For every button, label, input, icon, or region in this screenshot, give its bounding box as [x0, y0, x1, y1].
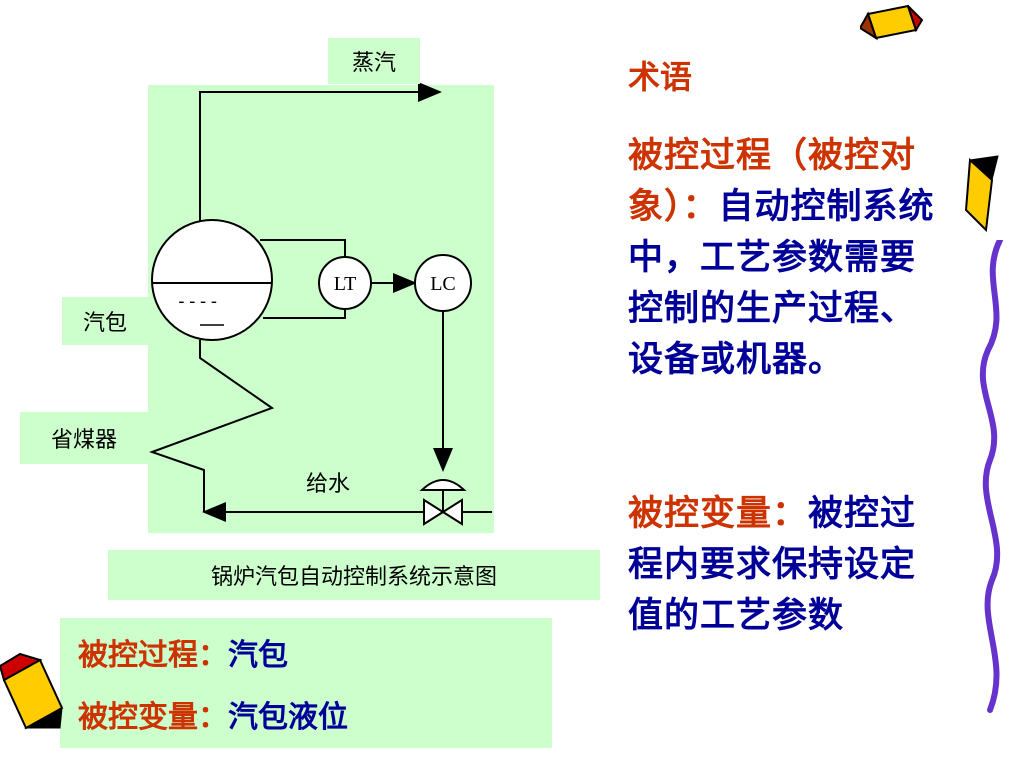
- drum-level-marks: ----: [176, 291, 219, 312]
- summary-variable-value: 汽包液位: [228, 700, 348, 735]
- steam-label: 蒸汽: [328, 38, 420, 84]
- feedwater-label: 给水: [305, 472, 350, 497]
- summary-variable-label: 被控变量：: [78, 700, 228, 735]
- summary-process-value: 汽包: [228, 638, 288, 673]
- valve-body-left: [423, 498, 445, 526]
- pencil-icon-side: [964, 155, 999, 233]
- diagram-caption: 锅炉汽包自动控制系统示意图: [108, 550, 600, 600]
- term-variable-name: 被控变量：: [628, 493, 809, 534]
- lt-label: LT: [334, 273, 357, 295]
- decorative-squiggle: [979, 240, 1003, 713]
- summary-variable-row: 被控变量：汽包液位: [78, 692, 348, 736]
- term-variable: 被控变量：被控过程内要求保持设定值的工艺参数: [628, 488, 948, 641]
- term-process-name: 被控过程（被控对象）：: [628, 135, 917, 227]
- term-process-definition: 自动控制系统中，工艺参数需要控制的生产过程、设备或机器。: [628, 186, 935, 380]
- economizer-coil: [149, 340, 275, 512]
- steam-line: [199, 82, 442, 222]
- summary-process-row: 被控过程：汽包: [78, 630, 288, 674]
- valve-actuator: [419, 479, 467, 491]
- summary-box: 被控过程：汽包 被控变量：汽包液位: [60, 618, 552, 748]
- pencil-icon-bottom: [0, 652, 64, 730]
- impulse-line-top: [260, 239, 346, 258]
- pencil-icon-top: [860, 4, 924, 41]
- lc-label: LC: [430, 273, 456, 295]
- drum-label: 汽包: [62, 297, 148, 345]
- drum-shape: [151, 219, 273, 341]
- term-variable-definition: 被控过程内要求保持设定值的工艺参数: [628, 493, 917, 636]
- economizer-label: 省煤器: [20, 412, 148, 464]
- impulse-line-bottom: [263, 308, 346, 319]
- term-process: 被控过程（被控对象）：自动控制系统中，工艺参数需要控制的生产过程、设备或机器。: [628, 130, 948, 385]
- terms-title: 术语: [628, 58, 693, 96]
- summary-process-label: 被控过程：: [78, 638, 228, 673]
- valve-body-right: [441, 498, 463, 526]
